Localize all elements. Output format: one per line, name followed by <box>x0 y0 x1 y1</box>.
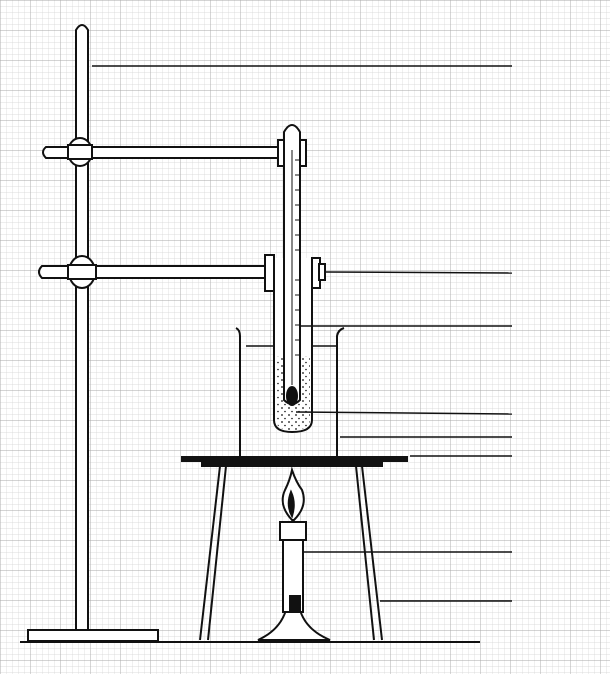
thermometer <box>283 124 301 406</box>
label-lines <box>92 65 513 602</box>
retort-stand <box>27 24 159 642</box>
lower-clamp <box>38 254 326 292</box>
bunsen-burner <box>257 466 331 641</box>
tripod <box>199 465 383 641</box>
wire-gauze <box>181 456 408 467</box>
